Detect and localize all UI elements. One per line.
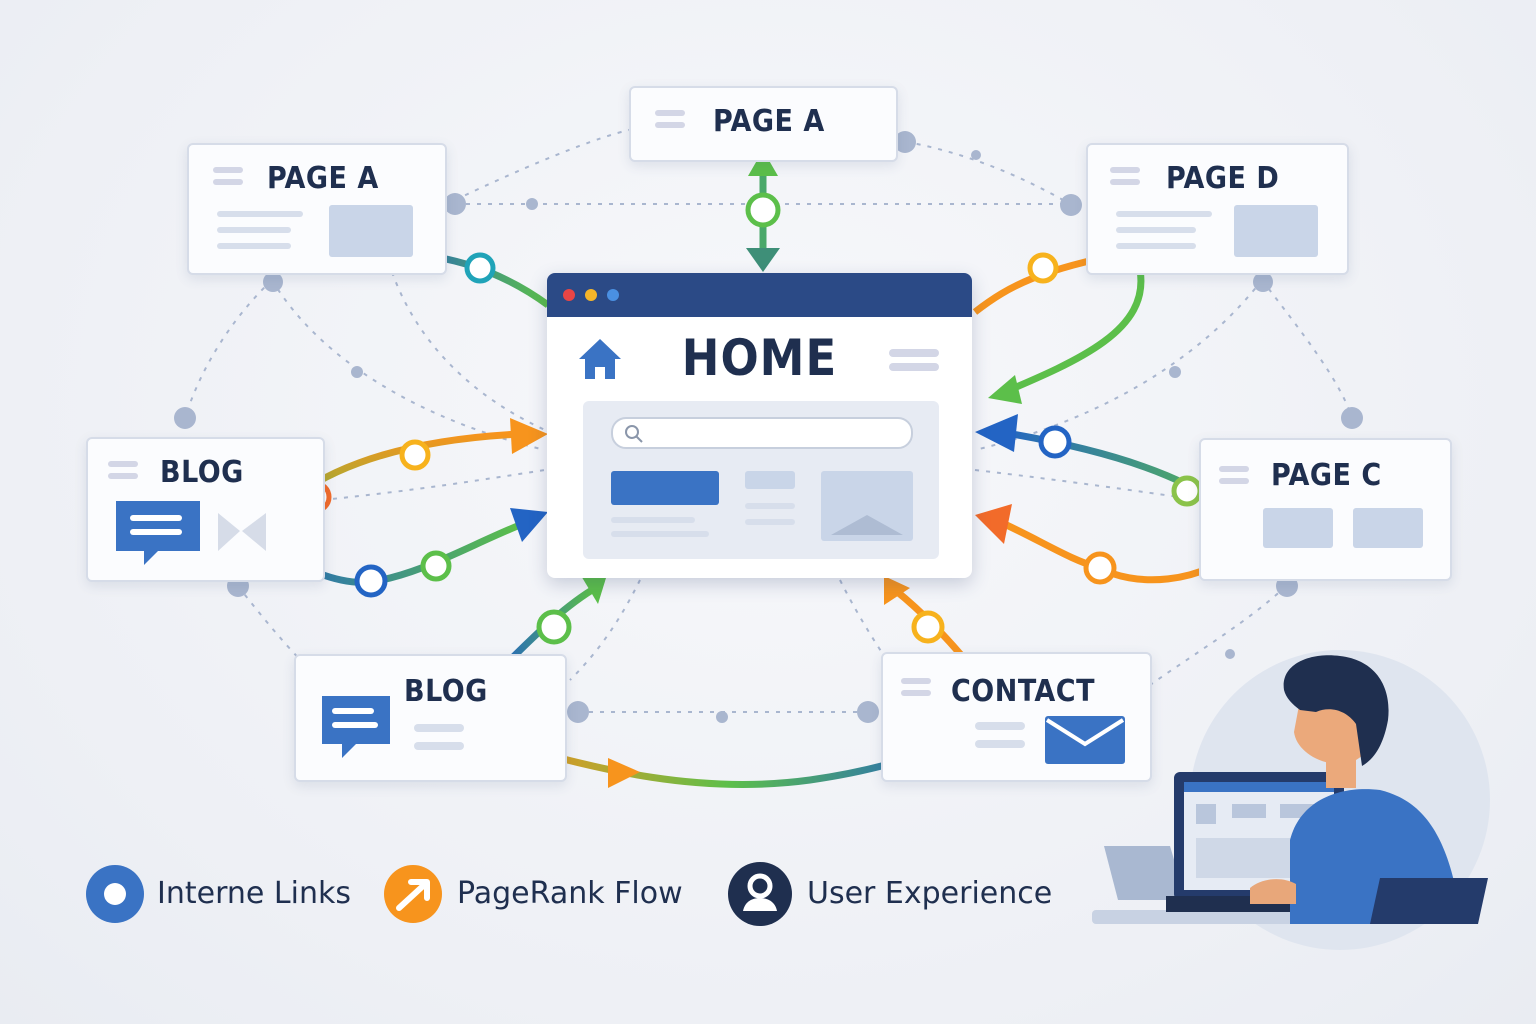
image-placeholder: [1263, 508, 1333, 548]
arrowhead-down: [746, 248, 780, 272]
arrowhead-page-c-home-lower: [975, 504, 1012, 544]
text-line: [217, 211, 303, 217]
laptop-left: [1104, 846, 1186, 900]
link-node: [1083, 551, 1117, 585]
search-icon: [625, 425, 643, 443]
menu-icon: [655, 110, 685, 134]
node-title: PAGE A: [713, 104, 825, 139]
arrowhead-blog-home-lower: [510, 508, 548, 542]
text-line: [1116, 243, 1196, 249]
legend-user-experience: User Experience: [727, 862, 1052, 926]
arrowhead-page-d-home: [988, 375, 1022, 404]
arrowhead-page-c-home-upper: [975, 414, 1018, 452]
text-line: [611, 531, 709, 537]
node-blog-left[interactable]: BLOG: [86, 437, 325, 582]
display-block: [1232, 804, 1266, 818]
text-line: [1116, 227, 1196, 233]
menu-icon: [1110, 167, 1140, 191]
node-contact[interactable]: CONTACT: [881, 652, 1152, 782]
link-node: [1038, 425, 1072, 459]
node-title: BLOG: [160, 455, 244, 490]
display-block: [1196, 804, 1216, 824]
link-node: [745, 192, 781, 228]
link-node: [420, 550, 452, 582]
link-node-icon: [86, 865, 144, 923]
link-node: [464, 252, 496, 284]
maximize-dot: [607, 289, 619, 301]
search-input[interactable]: [611, 417, 913, 449]
node-page-c[interactable]: PAGE C: [1199, 438, 1452, 581]
image-placeholder: [329, 205, 413, 257]
person-neck: [1326, 754, 1356, 788]
share-icon: [218, 513, 266, 551]
node-page-a-left[interactable]: PAGE A: [187, 143, 447, 275]
content-panel: [583, 401, 939, 559]
legend-label: Interne Links: [157, 876, 351, 911]
link-node: [1027, 252, 1059, 284]
text-line: [745, 519, 795, 525]
home-icon: [579, 339, 621, 379]
browser-title-bar: [547, 273, 972, 317]
menu-icon: [889, 349, 939, 377]
home-title: HOME: [681, 329, 838, 387]
text-line: [745, 503, 795, 509]
text-line: [975, 740, 1025, 748]
image-placeholder: [1353, 508, 1423, 548]
image-icon: [831, 515, 903, 535]
legend-pagerank-flow: PageRank Flow: [383, 862, 683, 926]
person-hair: [1283, 655, 1389, 766]
envelope-icon: [1045, 716, 1125, 764]
arrowhead-up: [748, 150, 778, 176]
node-title: PAGE D: [1166, 161, 1280, 196]
chat-bubble-icon: [116, 501, 200, 565]
close-dot: [563, 289, 575, 301]
text-line: [414, 724, 464, 732]
text-line: [217, 227, 291, 233]
arrowhead-blog-home-upper: [510, 418, 548, 454]
legend-label: User Experience: [807, 876, 1053, 911]
person-hand: [1250, 879, 1296, 904]
text-line: [217, 243, 291, 249]
menu-icon: [1219, 466, 1249, 490]
link-node: [399, 439, 431, 471]
text-line: [1116, 211, 1212, 217]
node-title: BLOG: [404, 674, 488, 709]
menu-icon: [108, 461, 138, 485]
node-title: CONTACT: [951, 674, 1096, 709]
primary-button-placeholder: [611, 471, 719, 505]
link-node: [911, 610, 945, 644]
image-placeholder: [821, 471, 913, 541]
text-line: [975, 722, 1025, 730]
legend-label: PageRank Flow: [457, 876, 683, 911]
link-node: [354, 564, 388, 598]
arrowhead-contact-home: [884, 576, 910, 605]
node-title: PAGE C: [1271, 458, 1382, 493]
text-line: [611, 517, 695, 523]
image-placeholder: [1234, 205, 1318, 257]
menu-icon: [213, 167, 243, 191]
node-title: PAGE A: [267, 161, 379, 196]
menu-icon: [901, 678, 931, 702]
minimize-dot: [585, 289, 597, 301]
chair-back: [1370, 878, 1488, 924]
chat-bubble-icon: [322, 696, 390, 758]
node-blog-bottom[interactable]: BLOG: [294, 654, 567, 782]
small-block: [745, 471, 795, 489]
arrowhead-blog-bottom-home: [580, 574, 606, 604]
link-page-d-home: [998, 269, 1145, 398]
laptop-display-bar: [1184, 782, 1334, 792]
node-page-a-top[interactable]: PAGE A: [629, 86, 898, 162]
node-page-d[interactable]: PAGE D: [1086, 143, 1349, 275]
arrow-up-right-icon: [384, 865, 442, 923]
legend-internal-links: Interne Links: [85, 862, 351, 926]
arrowhead-blog-contact: [608, 758, 640, 788]
node-home-browser[interactable]: HOME: [547, 273, 972, 578]
link-node: [536, 609, 572, 645]
text-line: [414, 742, 464, 750]
user-icon: [728, 862, 792, 926]
